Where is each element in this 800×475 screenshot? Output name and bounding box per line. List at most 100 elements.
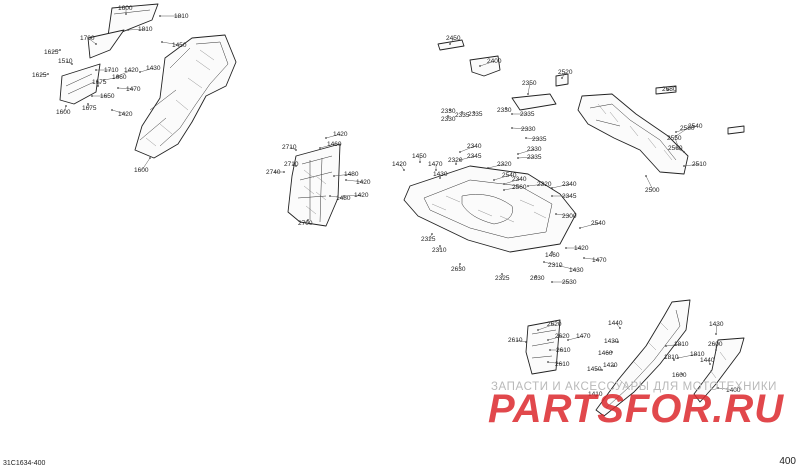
part-number-callout[interactable]: 1470 — [126, 86, 141, 93]
part-number-callout[interactable]: 2330 — [497, 107, 512, 114]
part-number-callout[interactable]: 1430 — [569, 267, 584, 274]
part-number-callout[interactable]: 2335 — [468, 111, 483, 118]
part-number-callout[interactable]: 2610 — [556, 347, 571, 354]
part-number-callout[interactable]: 2620 — [547, 321, 562, 328]
part-number-callout[interactable]: 2345 — [467, 153, 482, 160]
part-number-callout[interactable]: 1810 — [674, 341, 689, 348]
part-number-callout[interactable]: 1460 — [545, 252, 560, 259]
part-number-callout[interactable]: 2340 — [467, 143, 482, 150]
part-number-callout[interactable]: 1430 — [709, 321, 724, 328]
callout-pin — [555, 213, 557, 215]
part-number-callout[interactable]: 2320 — [537, 181, 552, 188]
part-number-callout[interactable]: 2400 — [487, 58, 502, 65]
part-number-callout[interactable]: 1420 — [118, 111, 133, 118]
part-number-callout[interactable]: 1460 — [598, 350, 613, 357]
part-number-callout[interactable]: 1470 — [592, 257, 607, 264]
part-number-callout[interactable]: 2320 — [448, 157, 463, 164]
part-number-callout[interactable]: 2700 — [298, 220, 313, 227]
callout-pin — [613, 365, 615, 367]
part-number-callout[interactable]: 1430 — [604, 338, 619, 345]
part-number-callout[interactable]: 1650 — [100, 93, 115, 100]
part-number-callout[interactable]: 2530 — [562, 279, 577, 286]
part-number-callout[interactable]: 2330 — [441, 108, 456, 115]
part-number-callout[interactable]: 2680 — [662, 86, 677, 93]
part-number-callout[interactable]: 1710 — [104, 67, 119, 74]
part-number-callout[interactable]: 2310 — [548, 262, 563, 269]
part-number-callout[interactable]: 2335 — [527, 154, 542, 161]
part-number-callout[interactable]: 1420 — [392, 161, 407, 168]
part-number-callout[interactable]: 1810 — [690, 351, 705, 358]
part-number-callout[interactable]: 1450 — [412, 153, 427, 160]
part-number-callout[interactable]: 2335 — [455, 112, 470, 119]
part-number-callout[interactable]: 2710 — [282, 144, 297, 151]
part-number-callout[interactable]: 1510 — [58, 58, 73, 65]
part-number-callout[interactable]: 1430 — [146, 65, 161, 72]
part-number-callout[interactable]: 1675 — [82, 105, 97, 112]
part-number-callout[interactable]: 2620 — [555, 333, 570, 340]
part-number-callout[interactable]: 1450 — [587, 366, 602, 373]
part-number-callout[interactable]: 1430 — [433, 171, 448, 178]
part-number-callout[interactable]: 2300 — [562, 213, 577, 220]
callout-leader — [87, 37, 97, 45]
part-number-callout[interactable]: 2610 — [508, 337, 523, 344]
part-number-callout[interactable]: 1600 — [672, 372, 687, 379]
part-number-callout[interactable]: 2600 — [708, 341, 723, 348]
part-number-callout[interactable]: 1450 — [172, 42, 187, 49]
part-number-callout[interactable]: 1625 — [32, 72, 47, 79]
part-number-callout[interactable]: 2540 — [591, 220, 606, 227]
part-number-callout[interactable]: 2560 — [512, 184, 527, 191]
part-number-callout[interactable]: 2630 — [451, 266, 466, 273]
part-number-callout[interactable]: 2310 — [432, 247, 447, 254]
part-number-callout[interactable]: 2610 — [555, 361, 570, 368]
part-number-callout[interactable]: 1810 — [174, 13, 189, 20]
part-number-callout[interactable]: 1420 — [354, 192, 369, 199]
part-number-callout[interactable]: 2510 — [692, 161, 707, 168]
part-number-callout[interactable]: 2630 — [530, 275, 545, 282]
part-number-callout[interactable]: 2345 — [562, 193, 577, 200]
part-number-callout[interactable]: 1410 — [588, 391, 603, 398]
part-number-callout[interactable]: 1420 — [333, 131, 348, 138]
part-number-callout[interactable]: 2335 — [520, 111, 535, 118]
part-number-callout[interactable]: 2320 — [497, 161, 512, 168]
part-number-callout[interactable]: 1470 — [576, 333, 591, 340]
part-number-callout[interactable]: 1480 — [344, 171, 359, 178]
part-number-callout[interactable]: 2330 — [527, 146, 542, 153]
part-number-callout[interactable]: 1600 — [118, 5, 133, 12]
part-number-callout[interactable]: 1420 — [356, 179, 371, 186]
part-number-callout[interactable]: 1420 — [124, 67, 139, 74]
part-number-callout[interactable]: 1400 — [726, 387, 741, 394]
part-number-callout[interactable]: 2540 — [502, 172, 517, 179]
part-number-callout[interactable]: 1600 — [134, 167, 149, 174]
part-number-callout[interactable]: 1810 — [138, 26, 153, 33]
part-number-callout[interactable]: 2560 — [668, 145, 683, 152]
part-number-callout[interactable]: 1660 — [112, 74, 127, 81]
part-number-callout[interactable]: 2340 — [512, 176, 527, 183]
part-number-callout[interactable]: 2520 — [558, 69, 573, 76]
part-number-callout[interactable]: 1440 — [608, 320, 623, 327]
part-number-callout[interactable]: 1810 — [664, 354, 679, 361]
part-number-callout[interactable]: 1675 — [92, 79, 107, 86]
part-number-callout[interactable]: 2340 — [562, 181, 577, 188]
part-number-callout[interactable]: 2710 — [284, 161, 299, 168]
part-number-callout[interactable]: 1420 — [603, 362, 618, 369]
part-number-callout[interactable]: 1625 — [44, 49, 59, 56]
part-number-callout[interactable]: 1440 — [700, 357, 715, 364]
part-number-callout[interactable]: 2540 — [688, 123, 703, 130]
part-number-callout[interactable]: 1600 — [56, 109, 71, 116]
part-number-callout[interactable]: 2330 — [441, 116, 456, 123]
part-number-callout[interactable]: 1460 — [327, 141, 342, 148]
part-number-callout[interactable]: 1470 — [428, 161, 443, 168]
part-number-callout[interactable]: 2500 — [645, 187, 660, 194]
part-number-callout[interactable]: 1700 — [80, 35, 95, 42]
part-number-callout[interactable]: 1480 — [336, 195, 351, 202]
part-number-callout[interactable]: 2740 — [266, 169, 281, 176]
part-number-callout[interactable]: 2350 — [522, 80, 537, 87]
part-number-callout[interactable]: 2450 — [446, 35, 461, 42]
part-number-callout[interactable]: 2330 — [521, 126, 536, 133]
part-number-callout[interactable]: 2325 — [421, 236, 436, 243]
part-number-callout[interactable]: 2550 — [667, 135, 682, 142]
callout-pin — [479, 65, 481, 67]
part-number-callout[interactable]: 2325 — [495, 275, 510, 282]
part-number-callout[interactable]: 1420 — [574, 245, 589, 252]
part-number-callout[interactable]: 2335 — [532, 136, 547, 143]
